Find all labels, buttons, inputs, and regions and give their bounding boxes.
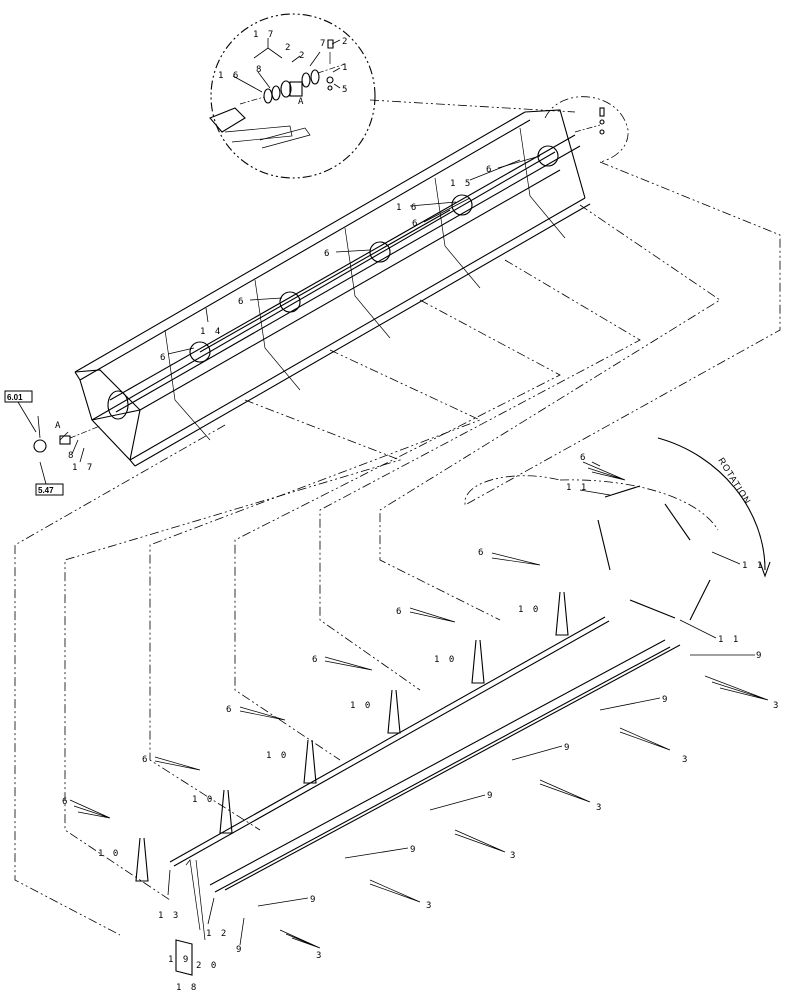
bat-label-11c: 1 1 <box>718 635 740 645</box>
bat-label-6f: 6 <box>142 755 149 765</box>
rotation-arrow-icon: ROTATION <box>657 437 771 578</box>
bat-label-3b: 3 <box>682 755 689 765</box>
tine-stand-group <box>135 591 569 882</box>
reel-frame <box>74 109 591 467</box>
reel-label-15: 1 5 <box>450 179 472 189</box>
bat-label-9c: 9 <box>564 743 571 753</box>
bearing-icon <box>209 63 346 149</box>
detail-label-1: 1 <box>342 63 349 73</box>
tine-icon <box>69 461 769 949</box>
end-detail-circle <box>544 96 629 163</box>
reference-box-5-47[interactable]: 5.47 <box>35 483 64 496</box>
bat-label-13: 1 3 <box>158 911 180 921</box>
reel-label-a: A <box>55 421 62 431</box>
reel-label-17: 1 7 <box>72 463 94 473</box>
bat-label-6b: 6 <box>478 548 485 558</box>
detail-view-label: A <box>298 97 305 107</box>
bat-label-6g: 6 <box>62 797 69 807</box>
detail-label-7: 7 <box>320 39 327 49</box>
bat-label-6e: 6 <box>226 705 233 715</box>
rotation-label: ROTATION <box>716 456 753 506</box>
reel-labels: A 8 1 7 1 4 6 6 6 1 6 1 5 6 6 <box>55 155 541 473</box>
reel-label-6c: 6 <box>324 249 331 259</box>
bat-label-6c: 6 <box>396 607 403 617</box>
bat-labels: 6 1 1 1 1 1 1 6 1 0 6 1 0 6 1 0 6 1 0 6 … <box>62 453 780 993</box>
bat-label-10d: 1 0 <box>266 751 288 761</box>
bat-label-3d: 3 <box>510 851 517 861</box>
bat-label-18: 1 8 <box>176 983 198 993</box>
reel-label-6e: 6 <box>486 165 493 175</box>
detail-view-circle: 1 7 2 2 7 2 1 5 1 6 8 A <box>209 13 376 179</box>
detail-label-16: 1 6 <box>218 71 240 81</box>
reel-label-6d: 6 <box>412 219 419 229</box>
bat-label-6d: 6 <box>312 655 319 665</box>
bat-label-20: 2 0 <box>196 961 218 971</box>
bat-label-12: 1 2 <box>206 929 228 939</box>
bat-label-3c: 3 <box>596 803 603 813</box>
bat-label-9g: 9 <box>236 945 243 955</box>
reel-label-8: 8 <box>68 451 75 461</box>
svg-text:5.47: 5.47 <box>38 486 54 495</box>
svg-text:6.01: 6.01 <box>7 393 23 402</box>
bat-label-19: 1 9 <box>168 955 190 965</box>
detail-label-2a: 2 <box>285 43 292 53</box>
bat-label-10c: 1 0 <box>350 701 372 711</box>
detail-label-17: 1 7 <box>253 30 275 40</box>
bat-label-11b: 1 1 <box>742 561 764 571</box>
bolt-icon <box>326 39 334 91</box>
bat-label-10a: 1 0 <box>518 605 540 615</box>
bat-label-10b: 1 0 <box>434 655 456 665</box>
bat-label-6a: 6 <box>580 453 587 463</box>
bat-label-9f: 9 <box>310 895 317 905</box>
bat-label-3f: 3 <box>316 951 323 961</box>
bat-label-10f: 1 0 <box>98 849 120 859</box>
bat-label-11a: 1 1 <box>566 483 588 493</box>
bearing-icon <box>33 425 101 453</box>
detail-label-2c: 2 <box>342 37 349 47</box>
bat-label-3a: 3 <box>773 701 780 711</box>
bat-assembly <box>169 485 711 941</box>
detail-label-5: 5 <box>342 85 349 95</box>
reel-label-14: 1 4 <box>200 327 222 337</box>
bat-label-9e: 9 <box>410 845 417 855</box>
bat-label-9d: 9 <box>487 791 494 801</box>
bat-label-3e: 3 <box>426 901 433 911</box>
reel-label-6b: 6 <box>238 297 245 307</box>
reel-label-6a: 6 <box>160 353 167 363</box>
reference-box-6-01[interactable]: 6.01 <box>4 390 33 403</box>
assembly-leader-lines <box>14 161 781 936</box>
bat-label-9a: 9 <box>756 651 763 661</box>
detail-label-2b: 2 <box>299 51 306 61</box>
detail-label-8: 8 <box>256 65 263 75</box>
bat-label-10e: 1 0 <box>192 795 214 805</box>
bat-label-9b: 9 <box>662 695 669 705</box>
reel-label-16: 1 6 <box>396 203 418 213</box>
